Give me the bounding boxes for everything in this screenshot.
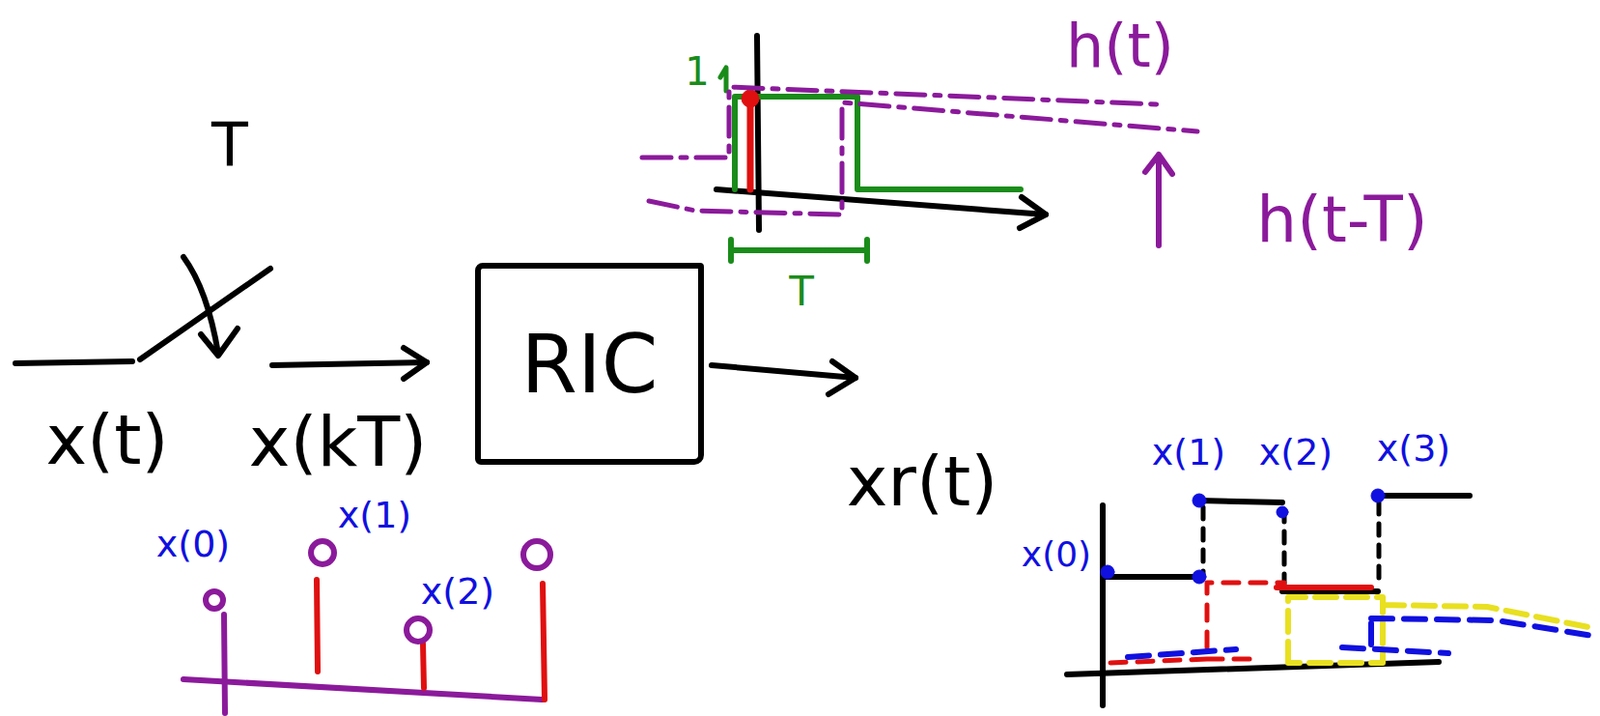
- stem-plot: [183, 540, 551, 713]
- signal-label: x(0): [1021, 536, 1092, 572]
- signal-label: x(2): [421, 572, 495, 610]
- signal-label: 1: [684, 52, 709, 91]
- signal-label: x(3): [1376, 429, 1451, 467]
- signal-label: T: [788, 271, 815, 312]
- process-box: RIC: [475, 262, 704, 465]
- signal-label: x(0): [156, 525, 230, 562]
- signal-label: x(2): [1259, 433, 1333, 471]
- signal-label: T: [211, 114, 249, 175]
- signal-label: x(kT): [249, 406, 427, 477]
- staircase-plot: [1066, 488, 1594, 705]
- signal-label: x(t): [45, 404, 169, 475]
- signal-label: x(1): [1151, 433, 1226, 471]
- box-label: RIC: [521, 323, 659, 405]
- signal-label: xr(t): [846, 446, 999, 516]
- signal-label: h(t-T): [1256, 188, 1428, 253]
- signal-label: h(t): [1066, 16, 1175, 77]
- sampler-switch: [15, 256, 271, 364]
- signal-label: x(1): [337, 496, 412, 534]
